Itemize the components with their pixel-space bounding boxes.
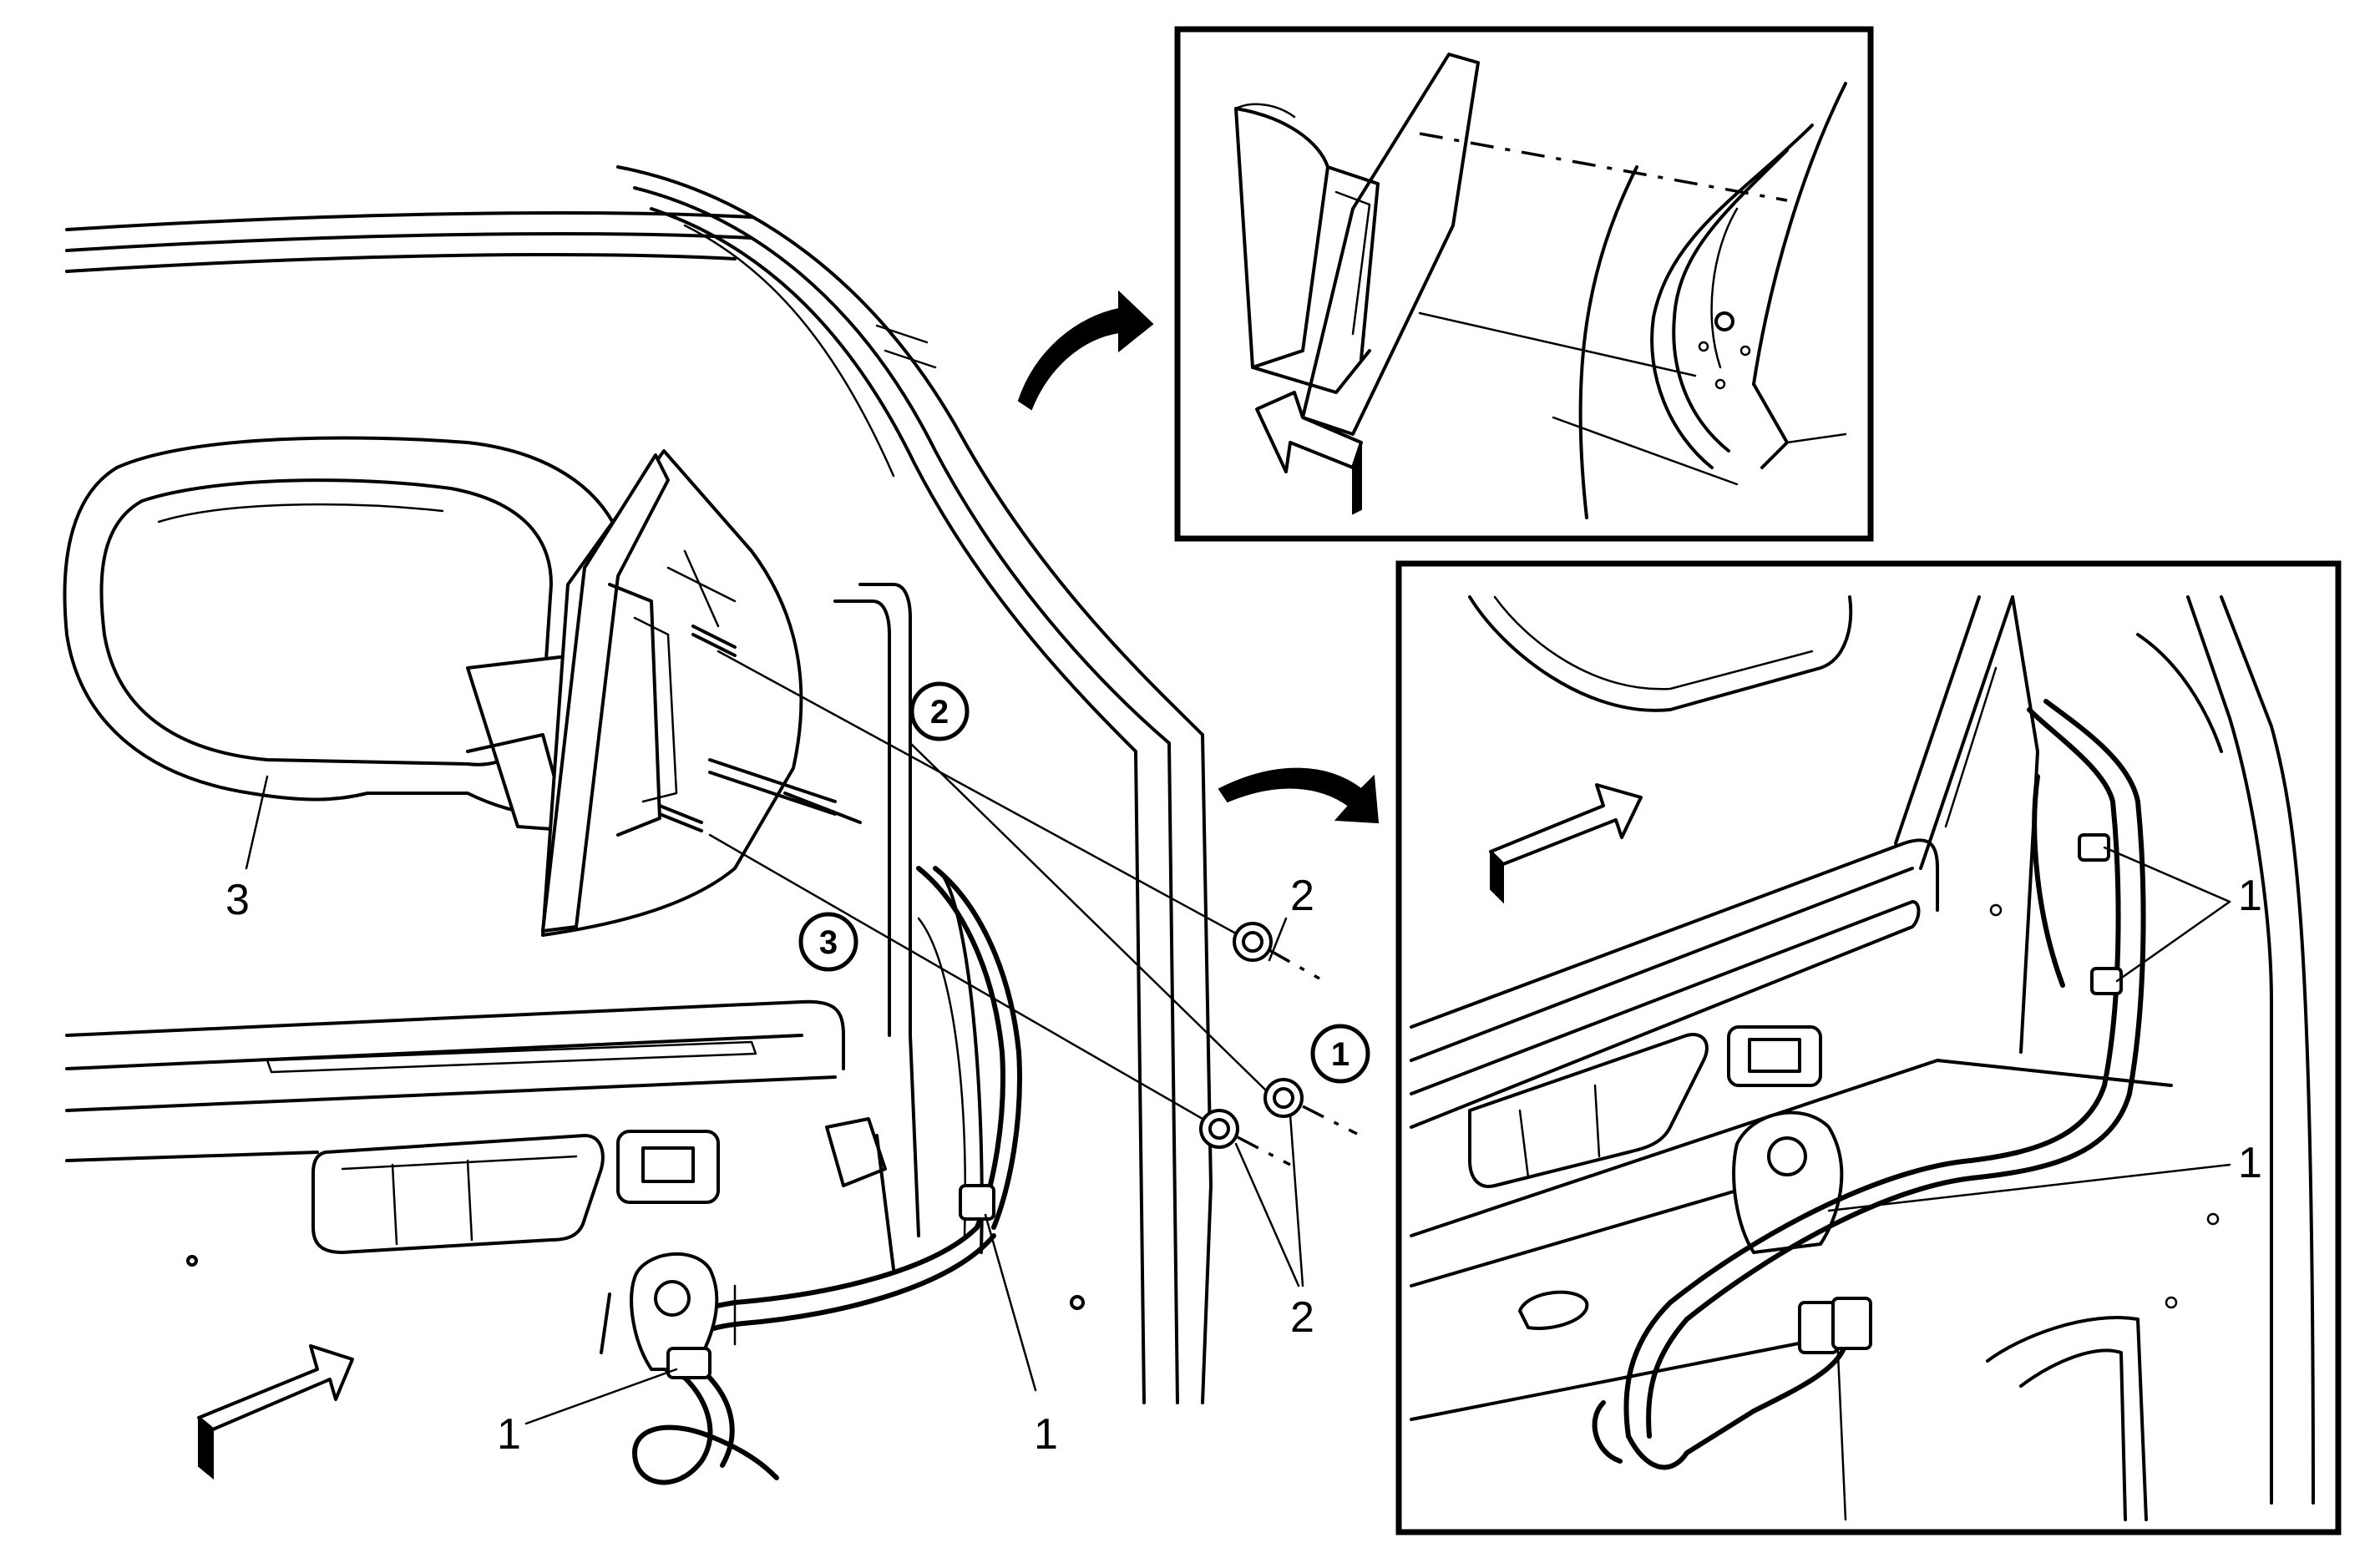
inset-right-harness-detail: [1395, 560, 2342, 1535]
door-body: [65, 165, 1213, 1404]
svg-text:3: 3: [819, 924, 838, 961]
callout-nuts-lower: 2: [1290, 1293, 1314, 1342]
nut-upper: [1233, 922, 1273, 962]
sequence-step-2: 2: [909, 681, 970, 741]
callout-clip-lower-mid: 1: [1034, 1410, 1058, 1459]
outside-mirror-assembly: [63, 436, 862, 937]
mirror-nuts: [1199, 922, 1304, 1149]
inset-callout-clip-upper: 1: [2238, 872, 2262, 920]
inset-callout-clip-lower: 1: [2238, 1139, 2262, 1187]
inset-arrow-curved-top: [1017, 290, 1154, 411]
callout-mirror-assembly: 3: [225, 876, 250, 924]
callout-nut-upper: 2: [1290, 872, 1314, 920]
sequence-step-3: 3: [798, 912, 858, 972]
nut-lower-left: [1199, 1109, 1239, 1149]
exploded-view-lines: [708, 650, 1358, 1166]
sequence-step-1: 1: [1310, 1024, 1370, 1084]
view-direction-arrow-main: [197, 1344, 354, 1480]
callout-leaders: [245, 775, 1304, 1425]
callout-clip-lower-left: 1: [497, 1410, 521, 1459]
wire-harness: [600, 866, 1022, 1485]
inset-top-mirror-sail-detail: [1174, 26, 1874, 542]
inset-arrow-curved-right: [1218, 767, 1380, 824]
nut-lower-right: [1263, 1078, 1304, 1118]
svg-text:1: 1: [1331, 1036, 1350, 1073]
svg-text:2: 2: [930, 694, 949, 731]
